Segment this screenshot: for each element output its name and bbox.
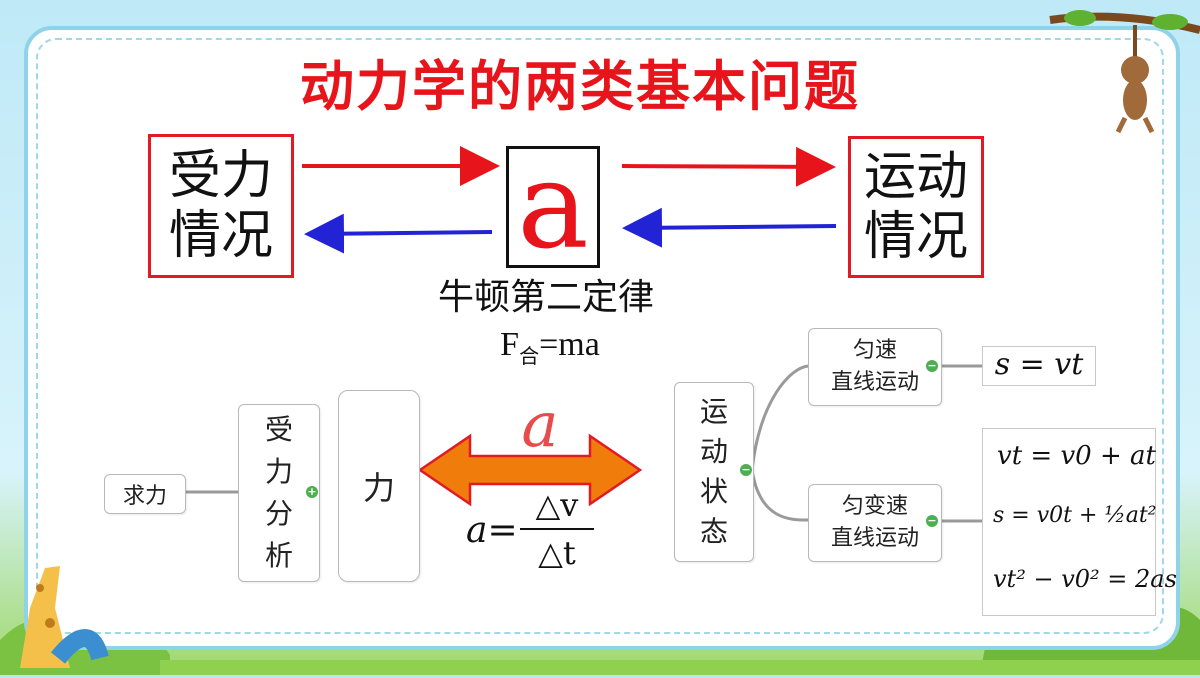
accel-formulas-box: vt = v0 + at s = v0t + ½at² vt² − v0² = …: [982, 428, 1177, 616]
collapse-toggle-icon[interactable]: −: [926, 359, 938, 372]
collapse-toggle-icon[interactable]: −: [740, 463, 752, 476]
formula-displacement: s = v0t + ½at²: [993, 503, 1157, 528]
collapse-toggle-icon[interactable]: −: [926, 514, 938, 527]
motion-situation-box: 运动 情况: [848, 136, 984, 278]
accel-def-fraction: △v △t: [520, 486, 594, 572]
panel-dashed-border: [36, 38, 1164, 634]
acceleration-italic-label: a: [521, 388, 559, 461]
uniform-formula-box: s = vt: [982, 346, 1096, 386]
arrow-motion-to-a: [622, 207, 837, 248]
acceleration-symbol: a: [517, 137, 589, 276]
uniform-motion-node[interactable]: 匀速 直线运动: [808, 328, 942, 406]
accel-def-denominator: △t: [538, 534, 576, 572]
top-arrows: [302, 146, 837, 254]
newton-formula: F合=ma: [500, 326, 600, 368]
find-force-node[interactable]: 求力: [104, 474, 186, 514]
force-situation-line2: 情况: [168, 206, 273, 266]
motion-situation-line1: 运动: [863, 147, 968, 207]
arrow-a-to-motion: [621, 146, 836, 187]
force-situation-box: 受力 情况: [148, 134, 294, 278]
acceleration-box: a: [506, 146, 600, 268]
arrow-a-to-force: [304, 213, 493, 254]
page-title: 动力学的两类基本问题: [300, 54, 860, 118]
monkey-icon: [1049, 10, 1200, 134]
newton-second-law-label: 牛顿第二定律: [437, 277, 654, 318]
formula-velocity-displacement: vt² − v0² = 2as: [993, 565, 1177, 593]
force-situation-line1: 受力: [168, 146, 273, 206]
accel-def-lhs: a=: [466, 510, 518, 551]
accel-def-numerator: △v: [535, 486, 579, 524]
force-node[interactable]: 力: [338, 390, 420, 582]
formula-velocity: vt = v0 + at: [997, 441, 1156, 471]
giraffe-icon: [20, 566, 109, 668]
motion-situation-line2: 情况: [863, 207, 968, 267]
expand-toggle-icon[interactable]: +: [306, 485, 318, 498]
uniform-accel-motion-node[interactable]: 匀变速 直线运动: [808, 484, 942, 562]
